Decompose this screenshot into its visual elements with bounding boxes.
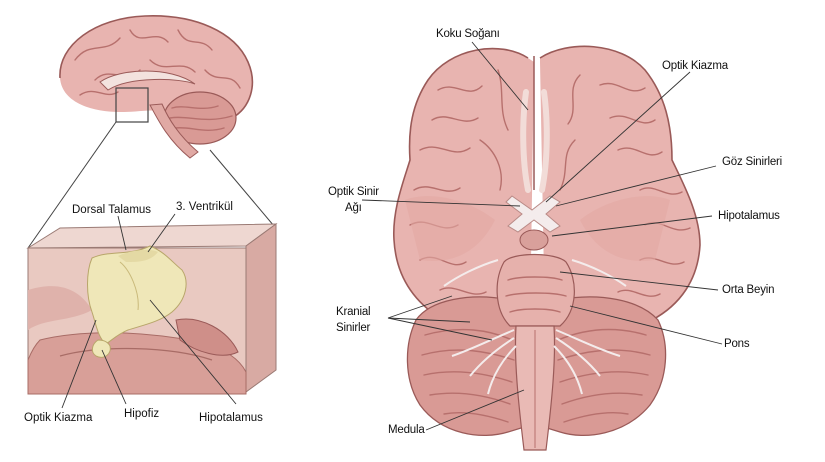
label-hipotalamus-left: Hipotalamus [199, 412, 263, 424]
label-koku-sogani: Koku Soğanı [436, 28, 500, 40]
label-goz-sinirleri: Göz Sinirleri [722, 156, 783, 168]
label-hipotalamus-right: Hipotalamus [718, 210, 780, 222]
hypothalamus-region [87, 245, 187, 345]
label-pons: Pons [724, 338, 750, 350]
sagittal-brain [59, 15, 254, 159]
label-optik-kiazma-left: Optik Kiazma [24, 412, 93, 424]
label-3-ventrikul: 3. Ventrikül [176, 201, 233, 213]
label-medula: Medula [388, 424, 425, 436]
zoom-line-right [209, 149, 275, 227]
label-orta-beyin: Orta Beyin [722, 284, 775, 296]
label-optik-sinir-line2: Ağı [345, 202, 362, 214]
label-optik-sinir-line1: Optik Sinir [328, 186, 379, 198]
optic-chiasm-structure [505, 195, 561, 233]
label-kranial: Kranial [336, 306, 371, 318]
left-leader-lines [61, 213, 237, 409]
pons-structure [496, 253, 575, 327]
hipofiz-structure [91, 339, 111, 358]
tissue-block [26, 223, 278, 395]
label-optik-kiazma-right: Optik Kiazma [662, 60, 728, 72]
right-leader-lines [361, 41, 723, 431]
label-dorsal-talamus: Dorsal Talamus [72, 204, 152, 216]
label-sinirler: Sinirler [336, 322, 371, 334]
zoom-box [115, 87, 149, 123]
ventral-brain [393, 45, 701, 451]
label-hipofiz: Hipofiz [124, 408, 160, 420]
zoom-line-left [27, 121, 117, 249]
